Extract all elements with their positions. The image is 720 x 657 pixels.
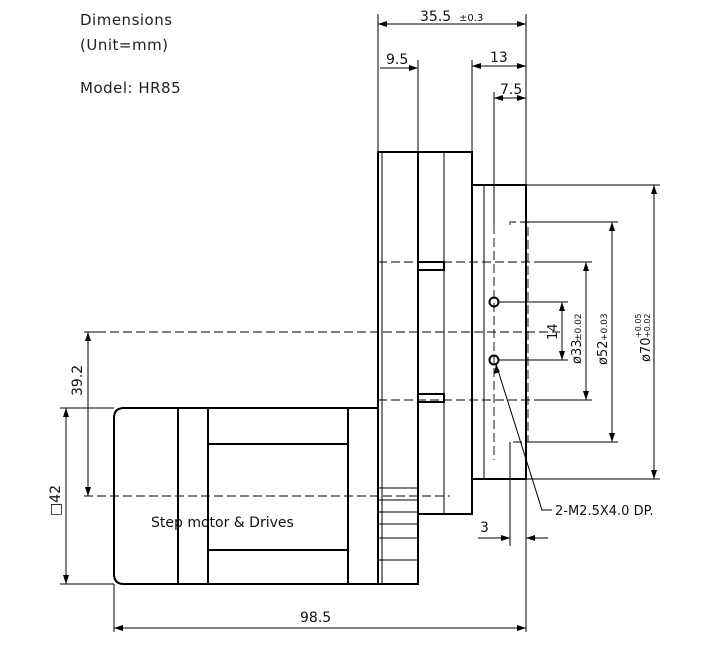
- motor-body: [113, 407, 378, 585]
- dim-outer: ø70: [639, 338, 654, 363]
- dim-outer-tol-lower: +0.02: [643, 313, 652, 338]
- dim-output-length: 13: [490, 50, 508, 66]
- dim-motor-square: □42: [48, 485, 64, 516]
- extension-lines: [60, 14, 660, 632]
- drawing-title: Dimensions: [80, 11, 173, 29]
- dimension-text: 35.5 ±0.3 9.5 13 7.5 98.5 3 39.2 □42 14 …: [48, 9, 654, 626]
- tapped-holes-callout: 2-M2.5X4.0 DP.: [555, 504, 654, 519]
- gearbox-housing: [377, 151, 527, 585]
- centerlines: [84, 221, 560, 497]
- dim-overall-depth-tol: ±0.3: [459, 13, 483, 24]
- dim-face-recess: 3: [480, 520, 489, 536]
- dim-hole-pitch: 14: [546, 323, 561, 340]
- dim-overall-depth: 35.5: [420, 9, 451, 25]
- dim-outer-tol-upper: +0.05: [634, 313, 643, 338]
- dim-flange-thickness: 9.5: [386, 52, 408, 68]
- motor-label: Step motor & Drives: [151, 515, 294, 531]
- model-label: Model: HR85: [80, 79, 182, 97]
- dim-pcd: ø33: [570, 340, 585, 365]
- dim-total-length: 98.5: [300, 610, 331, 626]
- dimension-lines: [63, 21, 657, 631]
- dim-shaft-height: 39.2: [70, 365, 86, 396]
- dim-hole-offset: 7.5: [500, 82, 522, 98]
- dim-pcd-tol: ±0.02: [574, 313, 584, 341]
- dim-pilot-tol: +0.03: [600, 313, 610, 341]
- unit-note: (Unit=mm): [80, 36, 169, 54]
- dim-pilot: ø52: [596, 341, 611, 366]
